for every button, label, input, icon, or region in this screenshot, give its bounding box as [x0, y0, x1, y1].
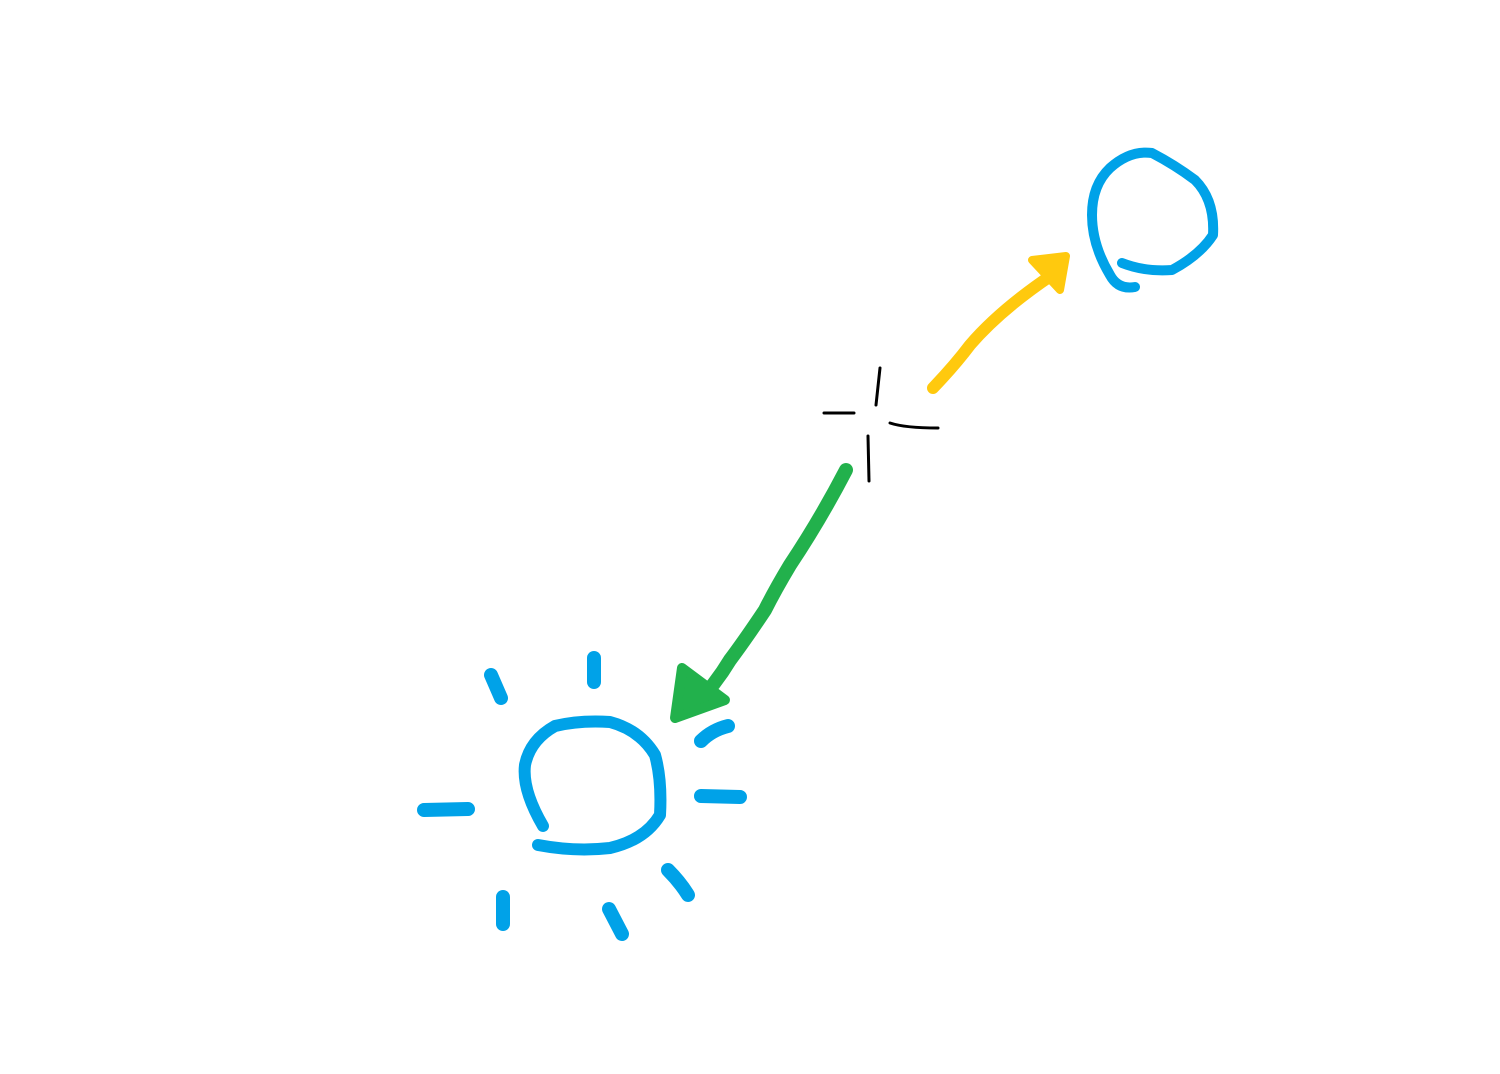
circle-icon: [1087, 147, 1219, 293]
crosshair-icon: [822, 366, 940, 483]
sun-icon: [417, 651, 747, 941]
arrow-to-circle: [927, 252, 1070, 394]
arrow-to-sun: [670, 463, 853, 723]
